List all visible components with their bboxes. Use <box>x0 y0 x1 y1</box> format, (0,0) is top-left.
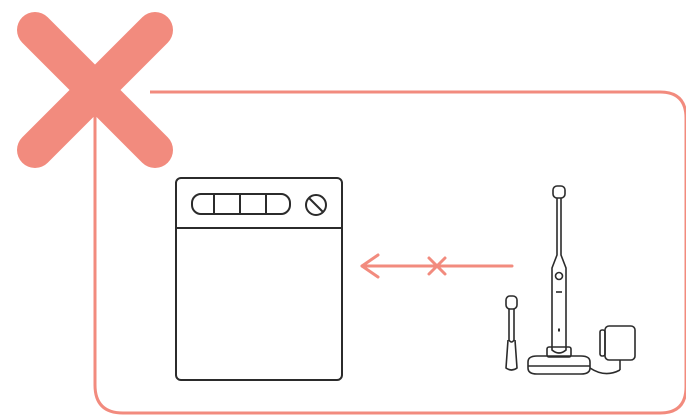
spare-brush-head-icon <box>506 296 517 370</box>
dishwasher-dial-icon <box>306 195 326 215</box>
toothbrush-head <box>553 186 565 198</box>
electric-toothbrush-icon <box>552 186 566 353</box>
charging-cable <box>590 368 620 374</box>
dishwasher-body <box>176 178 342 380</box>
charging-base-icon <box>528 347 590 374</box>
dishwasher-icon <box>176 178 342 380</box>
blocked-arrow-icon <box>362 255 512 277</box>
frame-outline <box>95 92 686 413</box>
power-adapter-icon <box>600 326 635 370</box>
toothbrush-power-button <box>556 273 563 280</box>
